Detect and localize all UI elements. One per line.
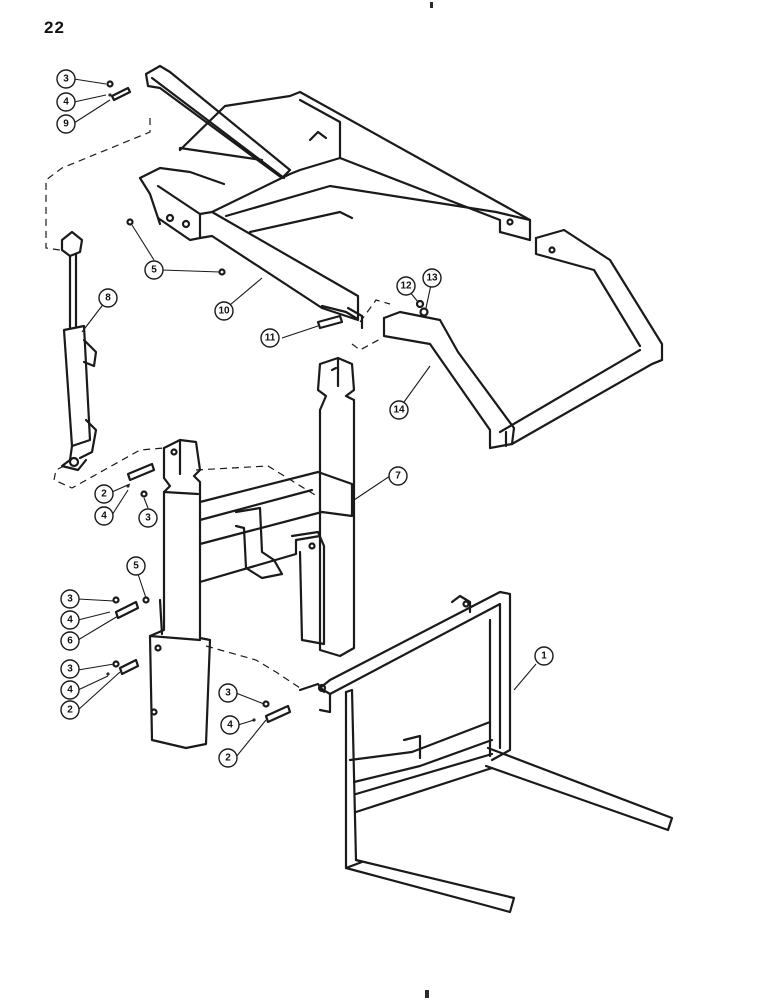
svg-text:4: 4 (67, 685, 73, 696)
upper-link-arm (144, 64, 292, 180)
callout-1: 1 (534, 646, 554, 666)
svg-text:6: 6 (67, 636, 73, 647)
svg-text:7: 7 (395, 471, 401, 482)
svg-text:11: 11 (265, 333, 276, 344)
callouts: 3 4 9 8 5 10 11 12 13 14 7 2 4 3 5 3 4 6… (56, 69, 554, 768)
callout-10: 10 (214, 301, 234, 321)
svg-text:2: 2 (67, 705, 73, 716)
callout-9: 9 (56, 114, 76, 134)
callout-14: 14 (389, 400, 409, 420)
svg-text:4: 4 (101, 511, 107, 522)
page-number: 22 (44, 18, 65, 37)
callout-4: 4 (60, 680, 80, 700)
svg-text:1: 1 (541, 651, 547, 662)
svg-text:3: 3 (225, 688, 231, 699)
svg-text:12: 12 (400, 281, 412, 292)
svg-text:4: 4 (63, 97, 69, 108)
callout-7: 7 (388, 466, 408, 486)
callout-11: 11 (260, 328, 280, 348)
pallet-fork (298, 590, 674, 914)
svg-text:5: 5 (133, 561, 139, 572)
upper-frame (138, 90, 532, 330)
callout-4: 4 (220, 715, 240, 735)
callout-4: 4 (94, 506, 114, 526)
callout-4: 4 (56, 92, 76, 112)
svg-text:2: 2 (225, 753, 231, 764)
callout-3: 3 (56, 69, 76, 89)
svg-text:9: 9 (63, 119, 69, 130)
callout-8: 8 (98, 288, 118, 308)
callout-2: 2 (94, 484, 114, 504)
callout-3: 3 (138, 508, 158, 528)
callout-6: 6 (60, 631, 80, 651)
svg-text:3: 3 (145, 513, 151, 524)
svg-text:10: 10 (218, 306, 230, 317)
page-mark-top (430, 2, 433, 8)
callout-12: 12 (396, 276, 416, 296)
svg-text:5: 5 (151, 265, 157, 276)
hardware (106, 80, 429, 724)
svg-text:2: 2 (101, 489, 107, 500)
mast-frame (148, 356, 356, 750)
callout-3: 3 (60, 659, 80, 679)
svg-text:3: 3 (67, 594, 73, 605)
page-mark-bottom (425, 990, 429, 998)
callout-2: 2 (60, 700, 80, 720)
svg-text:4: 4 (227, 720, 233, 731)
dashed-guide-lines (45, 118, 391, 689)
callout-5: 5 (144, 260, 164, 280)
svg-text:3: 3 (63, 74, 69, 85)
leader-lines (73, 78, 537, 758)
svg-text:14: 14 (393, 405, 405, 416)
svg-text:4: 4 (67, 615, 73, 626)
svg-text:13: 13 (426, 273, 438, 284)
callout-3: 3 (218, 683, 238, 703)
callout-4: 4 (60, 610, 80, 630)
callout-13: 13 (422, 268, 442, 288)
svg-text:8: 8 (105, 293, 111, 304)
callout-3: 3 (60, 589, 80, 609)
callout-2: 2 (218, 748, 238, 768)
svg-text:3: 3 (67, 664, 73, 675)
callout-5: 5 (126, 556, 146, 576)
lift-cylinder (60, 230, 98, 472)
frame-extension (382, 228, 664, 450)
